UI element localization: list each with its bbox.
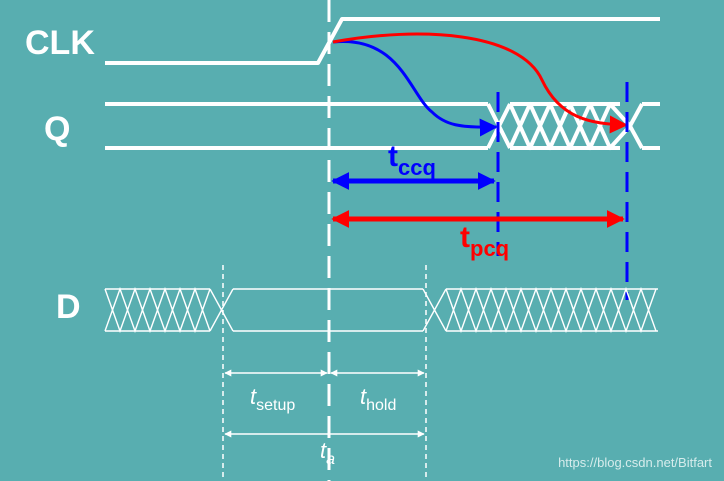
setup-main: t	[250, 384, 257, 409]
tpcq-main: t	[460, 221, 470, 254]
setup-label: tsetup	[250, 384, 295, 414]
hold-label: thold	[360, 384, 396, 414]
contamination-curve	[332, 40, 498, 137]
aperture-label: ta	[320, 438, 335, 468]
aperture-sub: a	[326, 451, 335, 468]
tpcq-label: tpcq	[460, 221, 509, 261]
tpcq-sub: pcq	[470, 236, 509, 261]
hold-main: t	[360, 384, 367, 409]
aperture-main: t	[320, 438, 327, 463]
tccq-main: t	[388, 140, 398, 173]
q-waveform	[105, 102, 660, 150]
hold-sub: hold	[366, 397, 396, 414]
q-label: Q	[44, 110, 70, 148]
clk-waveform	[105, 17, 660, 65]
tccq-sub: ccq	[398, 155, 436, 180]
d-label: D	[56, 288, 81, 326]
watermark-text: https://blog.csdn.net/Bitfart	[558, 455, 712, 470]
clk-label: CLK	[25, 24, 95, 62]
propagation-curve	[332, 32, 628, 134]
tccq-label: tccq	[388, 140, 436, 180]
setup-sub: setup	[256, 397, 295, 414]
d-waveform	[104, 286, 658, 334]
